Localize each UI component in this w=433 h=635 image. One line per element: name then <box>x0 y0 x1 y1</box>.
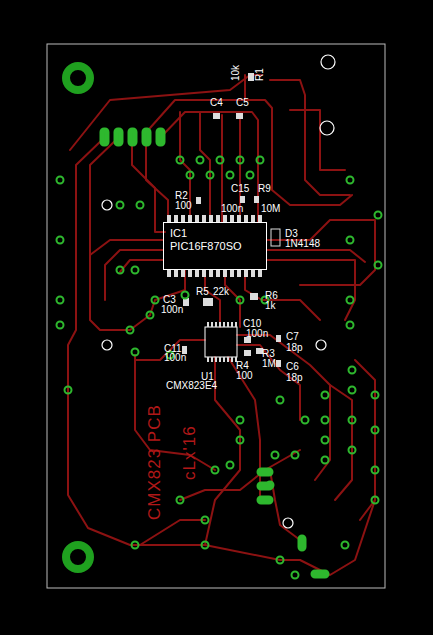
silkscreen-label: D3 <box>285 228 298 239</box>
silkscreen-label: cLx'16 <box>180 425 199 480</box>
silkscreen-label: 18p <box>286 342 303 353</box>
part-label: IC1 <box>170 227 260 240</box>
silkscreen-label: 1M <box>262 358 276 369</box>
silkscreen-label: C15 <box>231 183 249 194</box>
silkscreen-label: 100n <box>246 328 268 339</box>
ic-outline: IC1PIC16F870SO <box>163 222 267 270</box>
silkscreen-label: C3 <box>163 294 176 305</box>
silkscreen-label: R4 <box>236 360 249 371</box>
silkscreen-label: 1N4148 <box>285 238 320 249</box>
part-label: PIC16F870SO <box>170 240 260 253</box>
silkscreen-label: R6 <box>265 290 278 301</box>
silkscreen-label: CMX823E4 <box>166 380 217 391</box>
silkscreen-label: 100n <box>164 352 186 363</box>
silkscreen-label: C6 <box>286 361 299 372</box>
silkscreen-label: 18p <box>286 372 303 383</box>
silkscreen-label: 100 <box>175 200 192 211</box>
silkscreen-label: CMX823 PCB <box>145 404 164 520</box>
silkscreen-label: 100n <box>161 304 183 315</box>
silkscreen-label: R3 <box>262 348 275 359</box>
silkscreen-label: 10M <box>261 203 280 214</box>
silkscreen-label: 10k <box>230 65 241 81</box>
silkscreen-label: 1k <box>265 300 276 311</box>
silkscreen-label: C7 <box>286 331 299 342</box>
silkscreen-label: 100 <box>236 370 253 381</box>
silkscreen-label: C5 <box>236 97 249 108</box>
silkscreen-label: R5 <box>196 286 209 297</box>
silkscreen-label: C10 <box>243 318 261 329</box>
silkscreen-label: 22k <box>213 286 229 297</box>
silkscreen-label: C4 <box>210 97 223 108</box>
silkscreen-label: R1 <box>254 68 265 81</box>
silkscreen-label: 100n <box>221 203 243 214</box>
silkscreen-label: R9 <box>258 183 271 194</box>
silkscreen-label: R2 <box>175 190 188 201</box>
